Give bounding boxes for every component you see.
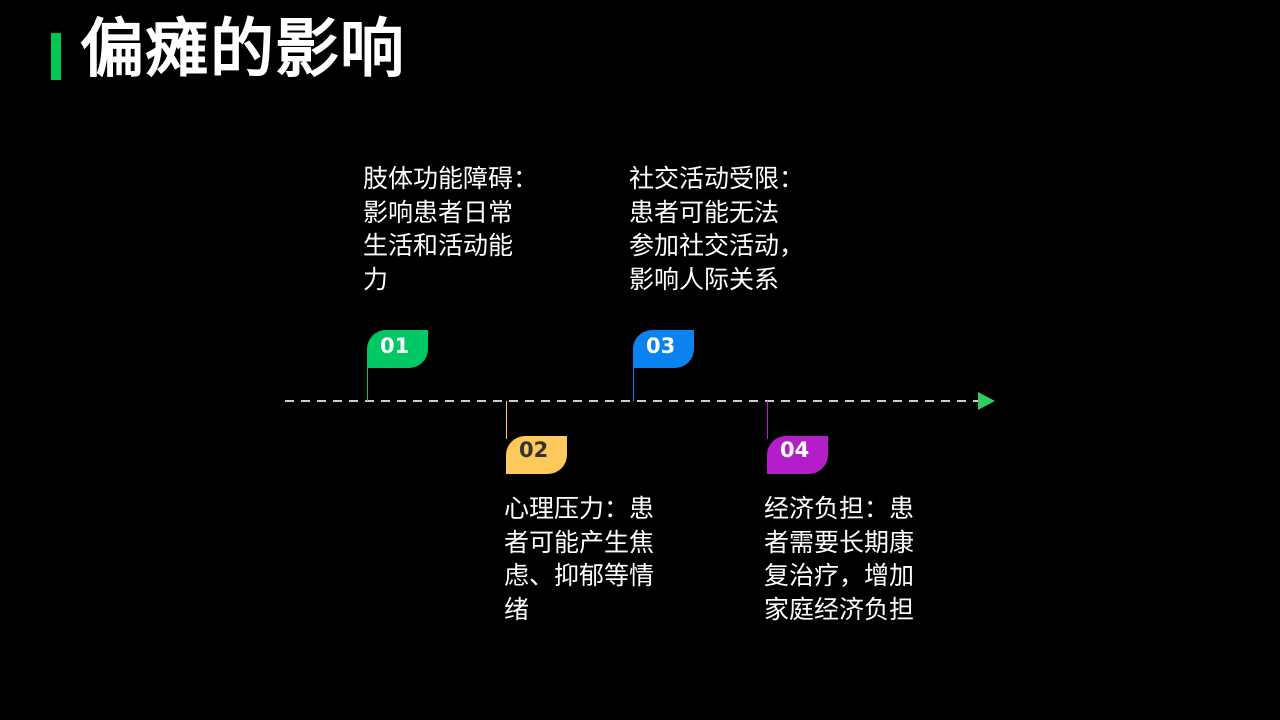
title-accent-bar [51, 33, 61, 80]
timeline-arrow-icon [978, 392, 995, 410]
item-03-description: 社交活动受限： 患者可能无法 参加社交活动， 影响人际关系 [629, 164, 805, 294]
item-03-badge: 03 [633, 330, 694, 368]
item-02-description: 心理压力：患 者可能产生焦 虑、抑郁等情 绪 [504, 494, 655, 624]
item-02-stem [506, 401, 507, 439]
item-04-description: 经济负担：患 者需要长期康 复治疗，增加 家庭经济负担 [764, 494, 915, 624]
item-01-stem [367, 362, 368, 401]
page-title: 偏瘫的影响 [80, 13, 405, 87]
item-04-stem [767, 401, 768, 439]
item-03-stem [633, 362, 634, 401]
item-01-badge: 01 [367, 330, 428, 368]
item-04-badge: 04 [767, 436, 828, 474]
item-02-badge: 02 [506, 436, 567, 474]
item-01-description: 肢体功能障碍： 影响患者日常 生活和活动能 力 [363, 164, 539, 294]
